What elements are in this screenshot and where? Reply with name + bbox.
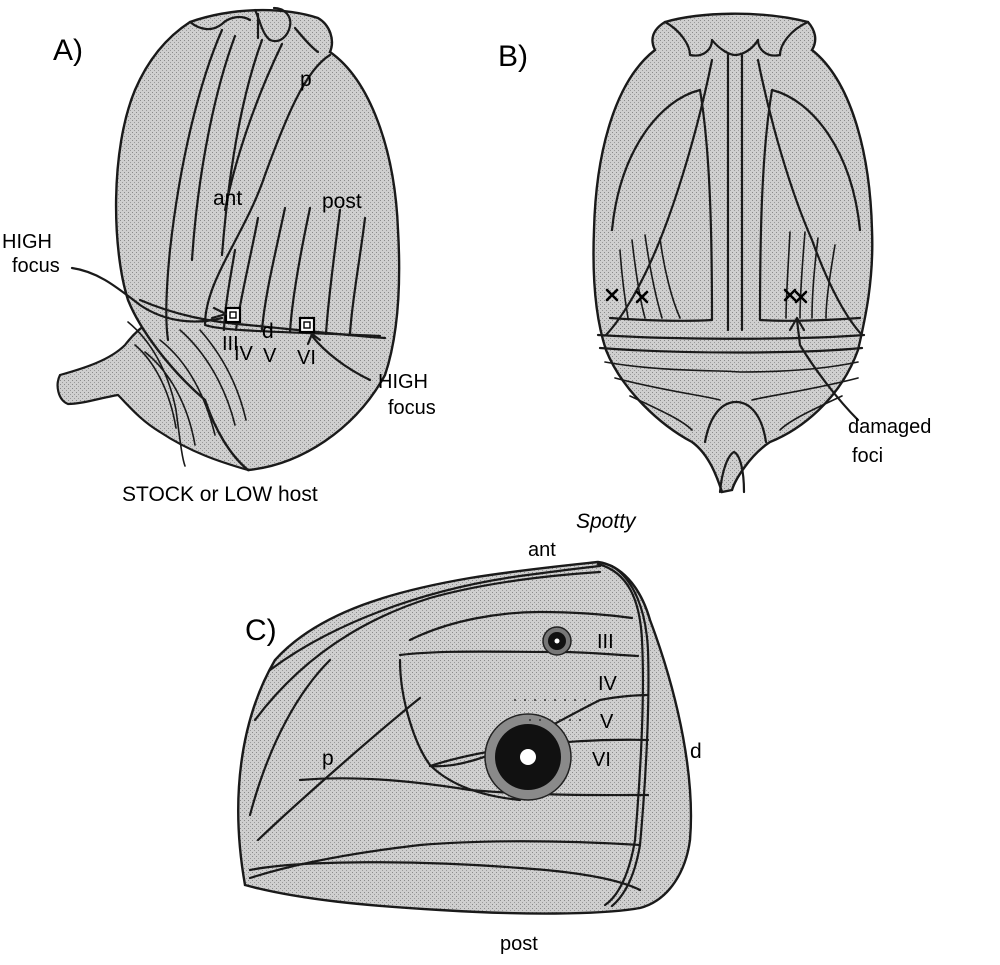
panel-a-label: A) (53, 34, 83, 67)
panel-c-label: C) (245, 614, 277, 647)
panel-a-posterior-label: post (322, 190, 362, 213)
panel-a-focus-right-line1: HIGH (378, 371, 428, 393)
panel-c-posterior-label: post (500, 933, 538, 955)
panel-a-drawing (58, 8, 400, 470)
panel-a-proximal-label: p (300, 68, 312, 91)
panel-a-caption: STOCK or LOW host (122, 483, 318, 506)
panel-b-caption: Spotty (576, 510, 637, 533)
panel-c-vein-III: III (597, 631, 614, 653)
panel-a-focus-marker-left (226, 308, 240, 322)
panel-b-annotation-line2: foci (852, 445, 883, 467)
panel-a-distal-label: d (262, 320, 274, 343)
panel-a-anterior-label: ant (213, 187, 242, 210)
panel-b-drawing (594, 14, 873, 492)
panel-c-proximal-label: p (322, 747, 334, 770)
panel-c-drawing (238, 562, 691, 914)
panel-a-focus-left-line1: HIGH (2, 231, 52, 253)
panel-a-focus-marker-right (300, 318, 314, 332)
panel-c-distal-label: d (690, 740, 702, 763)
panel-b-label: B) (498, 40, 528, 73)
panel-a-focus-right-line2: focus (388, 397, 436, 419)
panel-a-focus-left-line2: focus (12, 255, 60, 277)
panel-c-wing-body (238, 562, 691, 914)
panel-b-wing-body (594, 14, 873, 492)
panel-c-vein-VI: VI (592, 749, 611, 771)
panel-a-vein-IV: IV (234, 343, 254, 365)
panel-a-vein-V: V (263, 345, 277, 367)
panel-c-vein-V: V (600, 711, 614, 733)
panel-b-annotation-line1: damaged (848, 416, 931, 438)
panel-c-vein-IV: IV (598, 673, 618, 695)
panel-c-anterior-label: ant (528, 539, 556, 561)
panel-a-vein-VI: VI (297, 347, 316, 369)
